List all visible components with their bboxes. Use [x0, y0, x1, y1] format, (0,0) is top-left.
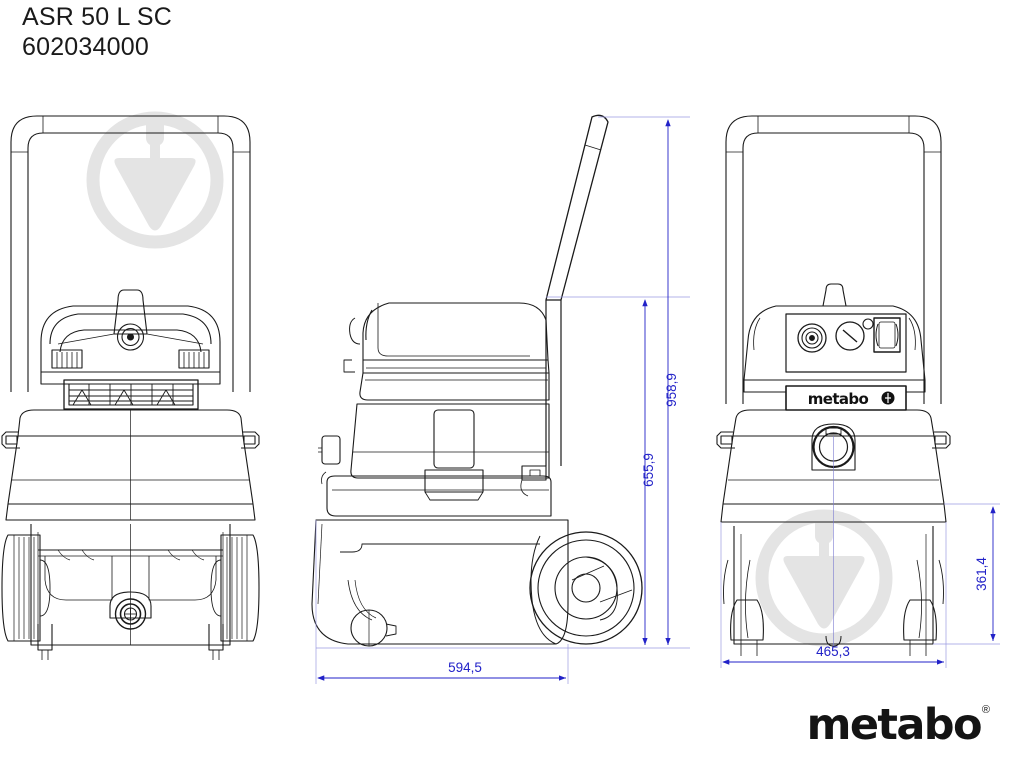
rotary-switch[interactable]	[835, 318, 874, 351]
dimension-label: 594,5	[448, 660, 482, 675]
registered-trademark-icon: ®	[981, 704, 990, 716]
caster-right-top	[208, 624, 224, 660]
front-caster-side	[350, 609, 397, 647]
dimension-label: 655,9	[641, 453, 656, 487]
dimension-overall-height: 958,9	[664, 119, 679, 645]
suction-inlet-top	[109, 591, 152, 630]
carry-grip	[57, 289, 204, 351]
wheel-right-top	[210, 534, 260, 642]
container-side	[311, 403, 569, 645]
latch-left	[1, 431, 20, 449]
dimension-handle-height: 655,9	[641, 299, 656, 645]
handle-boss-rear	[822, 283, 847, 307]
grip-panel-side	[424, 409, 484, 501]
push-handle-tube	[545, 114, 609, 466]
article-number: 602034000	[22, 33, 149, 61]
container-rear	[716, 409, 951, 656]
metabo-wordmark: metabo ®	[807, 703, 990, 747]
latch-side	[520, 465, 547, 497]
container-top	[5, 409, 256, 521]
latch-right	[241, 431, 260, 449]
wheel-left-top	[1, 534, 51, 642]
rear-view	[716, 115, 951, 656]
suction-power-dial[interactable]	[797, 323, 827, 353]
dimension-label: 958,9	[664, 373, 679, 407]
caster-right-rear	[903, 559, 944, 656]
metabo-badge-text: metabo	[808, 390, 895, 408]
inlet-port-side	[318, 435, 341, 485]
control-panel-rear	[785, 313, 907, 373]
latch-right-rear	[932, 431, 951, 449]
brand-wordmark-text: metabo	[806, 700, 983, 750]
motor-head-side	[343, 302, 550, 401]
watermark-rear	[762, 514, 886, 640]
dimension-label: 465,3	[816, 644, 850, 659]
motor-head-rear	[743, 305, 926, 393]
side-view	[311, 114, 643, 647]
exhaust-grille	[63, 379, 199, 410]
title-block: ASR 50 L SC 602034000	[22, 2, 172, 62]
model-name: ASR 50 L SC	[22, 3, 172, 31]
rear-wheel-side	[529, 531, 643, 645]
push-handle-frame-rear	[725, 115, 942, 404]
caster-left-rear	[723, 559, 764, 656]
side-vents	[51, 349, 210, 369]
svg-text:metabo: metabo	[808, 390, 869, 408]
caster-left-top	[37, 624, 53, 660]
dimension-label: 361,4	[974, 557, 989, 591]
watermark-top	[93, 116, 217, 242]
dimension-container-height: 361,4	[974, 506, 996, 641]
top-view	[1, 115, 260, 660]
chassis-top	[30, 524, 231, 646]
dimension-overall-width: 465,3	[722, 644, 944, 665]
latch-left-rear	[716, 431, 735, 449]
push-handle-frame	[10, 115, 251, 392]
power-socket[interactable]	[873, 317, 901, 353]
dimension-overall-depth: 594,5	[317, 660, 566, 681]
